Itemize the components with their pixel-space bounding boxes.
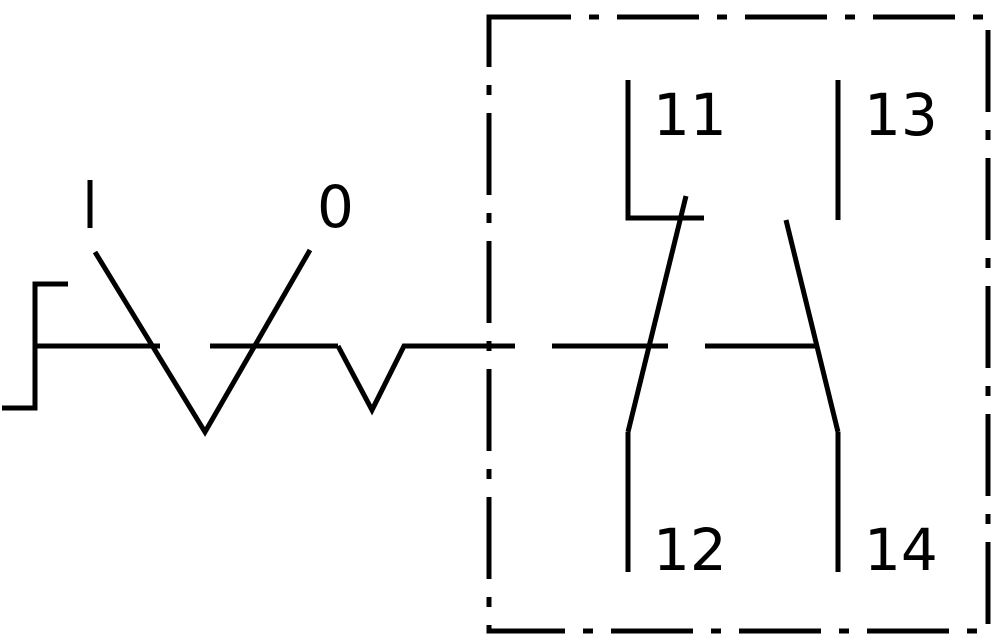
enclosure-box xyxy=(486,14,991,634)
terminal-label-13: 13 xyxy=(864,81,938,149)
terminal-label-11: 11 xyxy=(653,81,727,149)
detent-notch xyxy=(335,343,490,416)
terminal-label-12: 12 xyxy=(653,516,727,584)
no-contact-blade xyxy=(783,219,841,433)
selector-label-on: I xyxy=(80,227,81,229)
selector-label-off: 0 xyxy=(317,173,354,241)
nc-contact-blade xyxy=(625,195,689,433)
selector-v xyxy=(92,248,313,437)
terminal-label-14: 14 xyxy=(864,516,938,584)
